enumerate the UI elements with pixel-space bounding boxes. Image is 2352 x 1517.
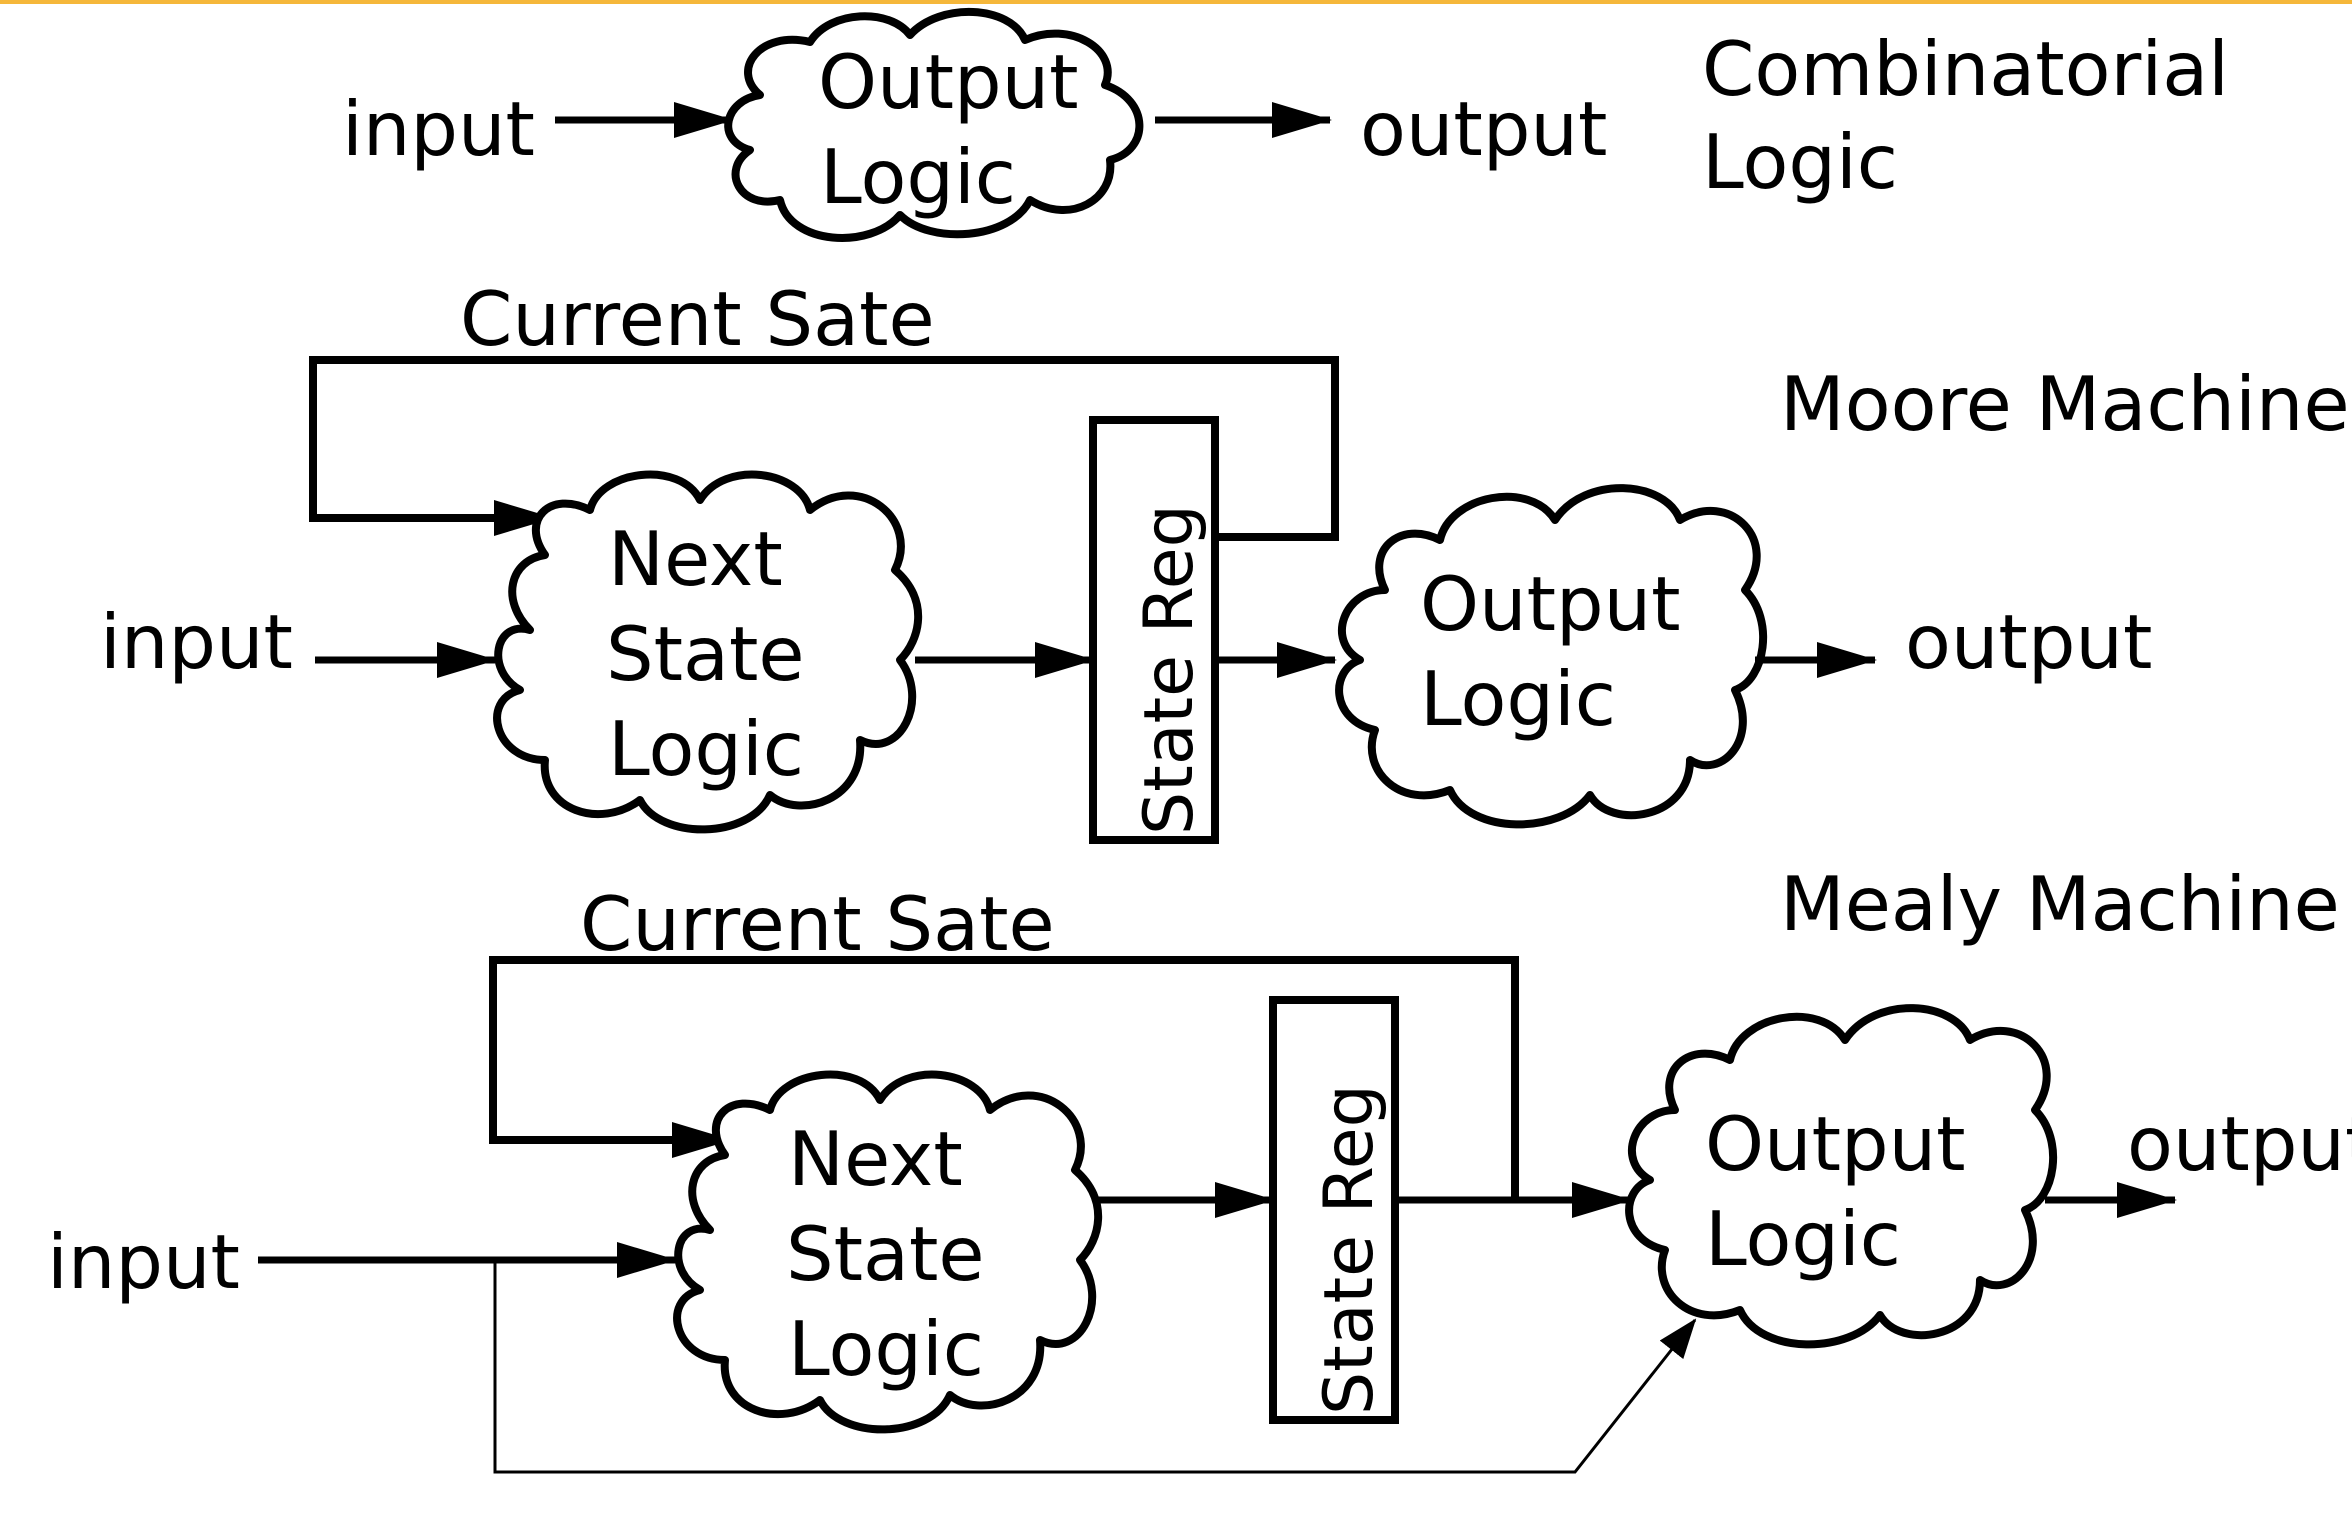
moore-next-state-line2: State	[606, 610, 805, 698]
mealy-output-logic-line2: Logic	[1705, 1195, 1901, 1283]
comb-title-line2: Logic	[1702, 118, 1898, 206]
moore-feedback-label: Current Sate	[460, 275, 935, 363]
moore-state-reg-label: State Reg	[1130, 504, 1209, 835]
mealy-title: Mealy Machine	[1780, 860, 2340, 948]
moore-title: Moore Machine	[1780, 360, 2350, 448]
moore-next-state-cloud	[493, 470, 923, 834]
moore-next-state-line1: Next	[608, 515, 783, 603]
comb-output-logic-cloud	[724, 7, 1144, 242]
mealy-next-state-line2: State	[786, 1210, 985, 1298]
moore-next-state-line3: Logic	[608, 705, 804, 793]
combinatorial-section: input Output Logic output Combinatorial …	[342, 7, 2229, 242]
mealy-next-state-line1: Next	[788, 1115, 963, 1203]
top-accent-bar	[0, 0, 2352, 4]
mealy-feedback-path	[489, 956, 1519, 1200]
comb-cloud-line1: Output	[818, 38, 1079, 126]
moore-section: Moore Machine Current Sate input Next St…	[100, 275, 2350, 844]
mealy-output-logic-cloud	[1625, 1004, 2058, 1349]
mealy-output-label: output	[2127, 1100, 2352, 1188]
mealy-next-state-line3: Logic	[788, 1305, 984, 1393]
mealy-section: Mealy Machine Current Sate input Next St…	[47, 860, 2352, 1474]
comb-cloud-line2: Logic	[820, 133, 1016, 221]
moore-output-label: output	[1905, 598, 2152, 686]
mealy-state-register	[1269, 996, 1399, 1424]
mealy-next-state-cloud	[673, 1070, 1103, 1434]
moore-feedback-path	[309, 356, 1339, 541]
mealy-output-logic-line1: Output	[1705, 1100, 1966, 1188]
comb-output-label: output	[1360, 85, 1607, 173]
moore-output-logic-line1: Output	[1420, 560, 1681, 648]
mealy-state-reg-label: State Reg	[1310, 1084, 1389, 1415]
comb-input-label: input	[342, 85, 535, 173]
moore-state-register	[1089, 416, 1219, 844]
mealy-input-label: input	[47, 1218, 240, 1306]
moore-output-logic-cloud	[1335, 484, 1768, 829]
moore-input-label: input	[100, 598, 293, 686]
moore-output-logic-line2: Logic	[1420, 655, 1616, 743]
mealy-feedback-label: Current Sate	[580, 880, 1055, 968]
comb-title-line1: Combinatorial	[1702, 25, 2229, 113]
mealy-input-bypass-path	[493, 1260, 1697, 1474]
